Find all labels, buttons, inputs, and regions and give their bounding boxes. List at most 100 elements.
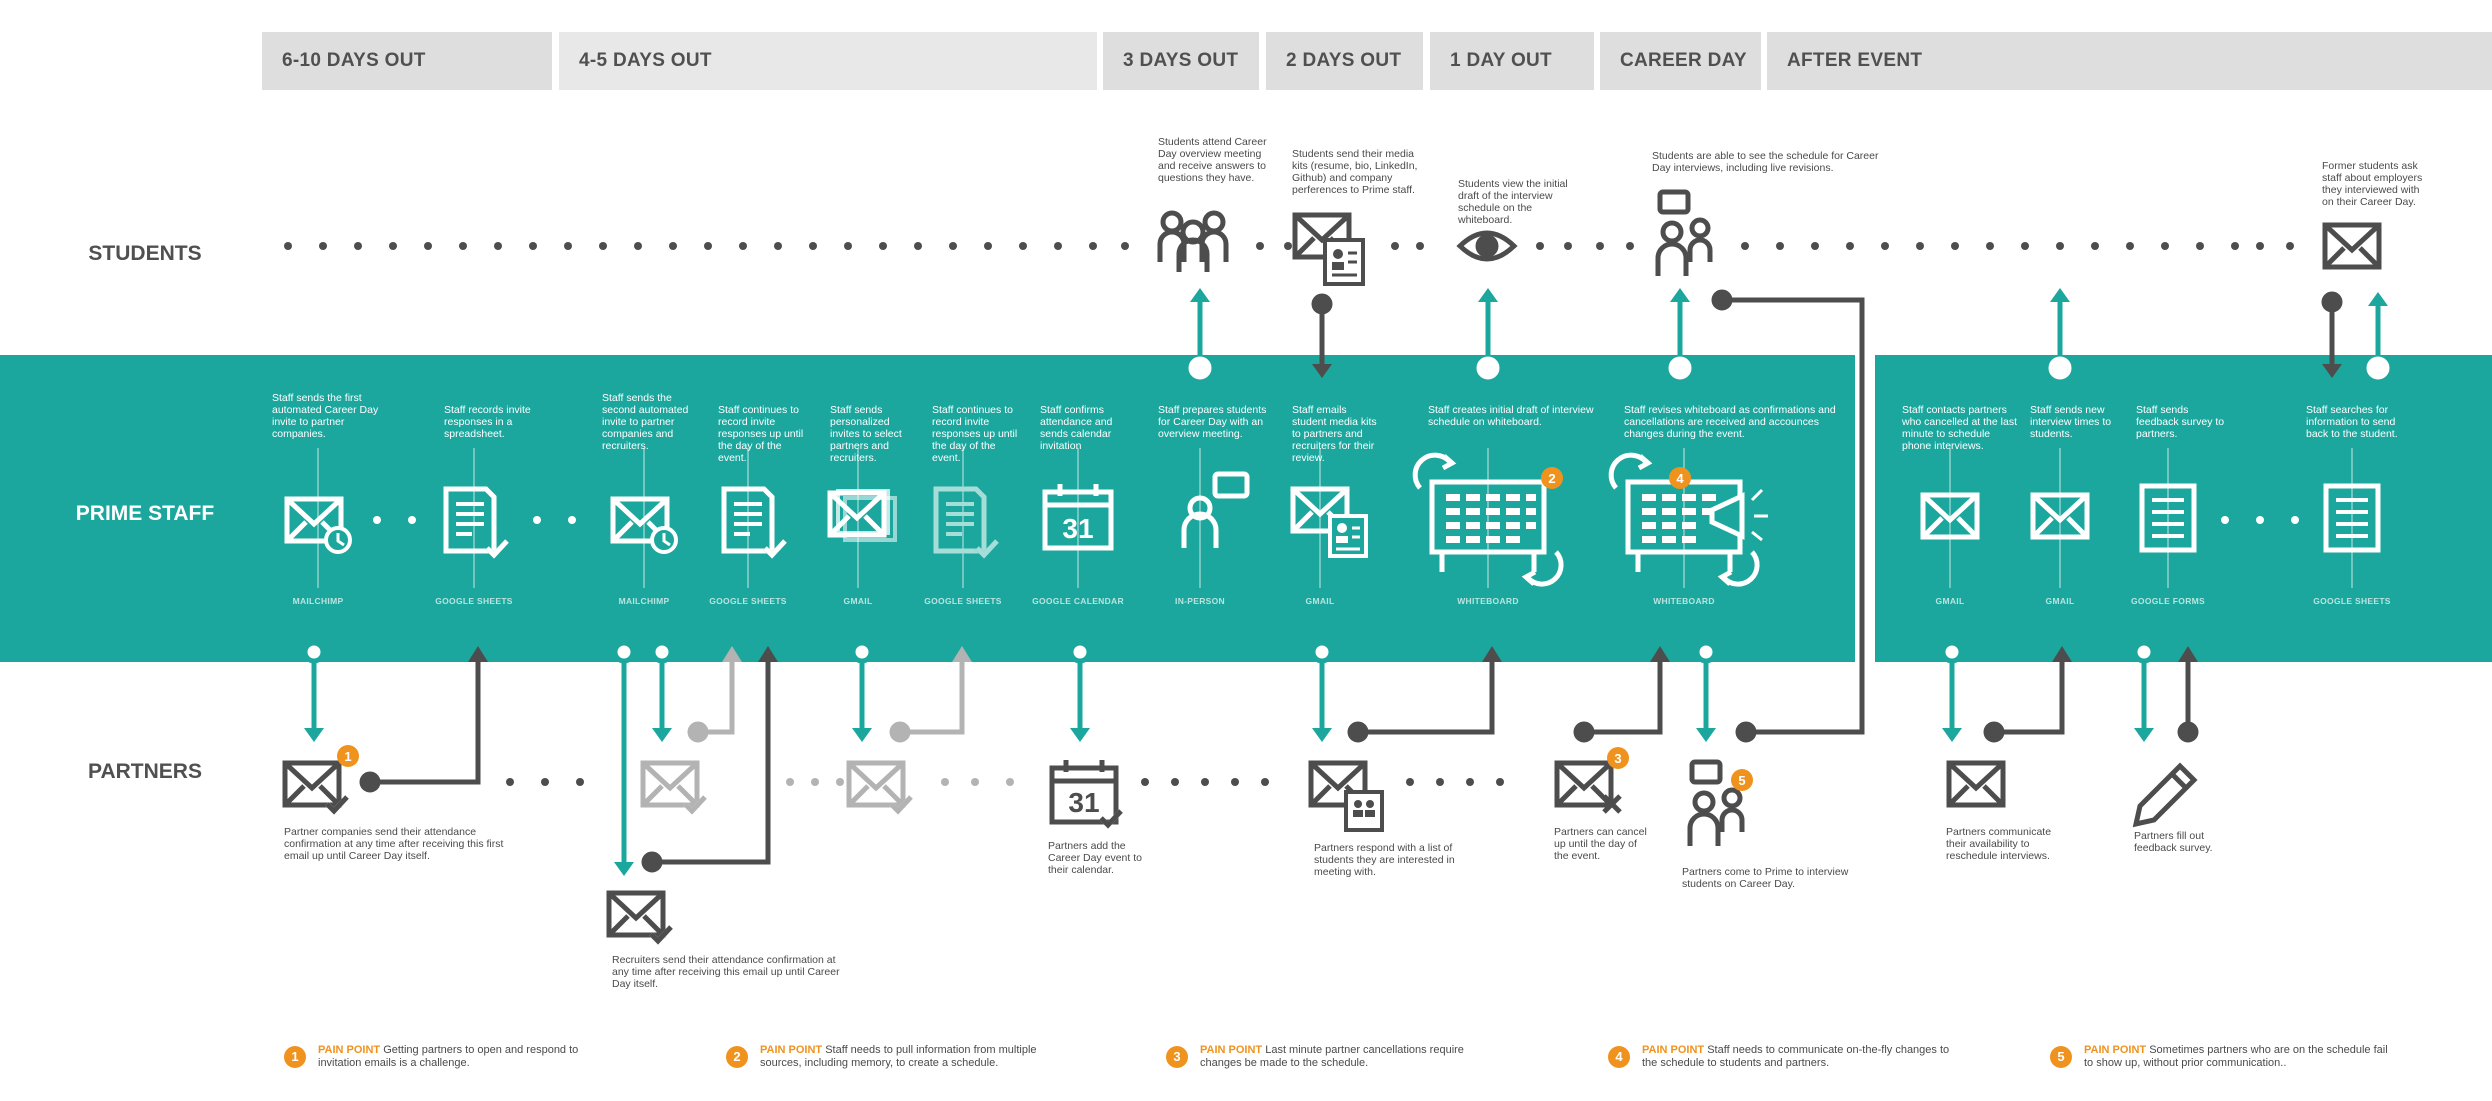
pain-point-1: PAIN POINT Getting partners to open and …: [318, 1044, 608, 1070]
media-kit-email-icon: [1295, 215, 1365, 286]
pain-point-3-text: Last minute partner cancellations requir…: [1200, 1044, 1464, 1069]
pain-badge-1: 1: [344, 749, 351, 764]
staff-step-15: Staff searches for information to send b…: [2306, 404, 2398, 440]
staff-step-13: Staff sends new interview times to stude…: [2030, 404, 2112, 440]
tool-label-8: IN-PERSON: [1175, 596, 1225, 606]
pain-point-5-key: PAIN POINT: [2084, 1044, 2147, 1056]
google-sheets-icon: [446, 489, 507, 555]
partner-step-cancel: Partners can cancel up until the day of …: [1554, 826, 1647, 862]
phase-after-event: AFTER EVENT: [1767, 32, 2492, 90]
lane-label-staff: PRIME STAFF: [75, 502, 215, 525]
pencil-icon: [2132, 762, 2198, 828]
pain-badge-4: 4: [1676, 471, 1684, 486]
staff-step-9: Staff emails student media kits to partn…: [1292, 404, 1377, 464]
pain-point-4-key: PAIN POINT: [1642, 1044, 1705, 1056]
eye-icon: [1456, 230, 1518, 262]
lane-label-partners: PARTNERS: [88, 760, 202, 783]
partner-step-calendar: Partners add the Career Day event to the…: [1048, 840, 1142, 876]
gmail-stack-icon: [830, 489, 897, 542]
phase-3-days: 3 DAYS OUT: [1103, 32, 1259, 90]
staff-dotted-line: [373, 516, 2299, 524]
whiteboard-icon: [1412, 452, 1564, 587]
partner-step-availability: Partners communicate their availability …: [1946, 826, 2052, 862]
staff-step-5: Staff sends personalized invites to sele…: [830, 404, 902, 464]
staff-step-12: Staff contacts partners who cancelled at…: [1902, 404, 2017, 452]
tool-label-13: GMAIL: [2045, 596, 2075, 606]
pain-badge-2: 2: [1548, 471, 1555, 486]
partners-dotted-line: [506, 778, 1504, 786]
pain-point-5-text: Sometimes partners who are on the schedu…: [2084, 1044, 2388, 1069]
pain-point-3-key: PAIN POINT: [1200, 1044, 1263, 1056]
flow-arrows-staff-to-partners: [302, 640, 2156, 876]
student-step-ask-staff: Former students ask staff about employer…: [2322, 160, 2423, 208]
gmail-media-kit-icon: [1293, 489, 1368, 558]
partner-calendar-icon: 31: [1049, 760, 1121, 825]
staff-step-14: Staff sends feedback survey to partners.: [2136, 404, 2225, 440]
partner-step-feedback: Partners fill out feedback survey.: [2134, 830, 2213, 854]
google-sheets-icon-2: [724, 489, 785, 555]
pain-point-2: PAIN POINT Staff needs to pull informati…: [760, 1044, 1060, 1070]
staff-step-4: Staff continues to record invite respons…: [718, 404, 804, 464]
pain-point-2-key: PAIN POINT: [760, 1044, 823, 1056]
pain-badge-3: 3: [1614, 751, 1621, 766]
student-step-view-schedule: Students are able to see the schedule fo…: [1652, 150, 1879, 174]
partner-step-recruiters: Recruiters send their attendance confirm…: [612, 954, 840, 990]
tool-label-1: MAILCHIMP: [292, 596, 344, 606]
pain-point-5: PAIN POINT Sometimes partners who are on…: [2084, 1044, 2394, 1070]
staff-step-7: Staff confirms attendance and sends cale…: [1040, 404, 1113, 452]
flow-arrows-gray: [687, 646, 972, 743]
staff-step-6: Staff continues to record invite respons…: [932, 404, 1018, 464]
partners-visit-icon: [1687, 759, 1745, 846]
phase-6-10-days: 6-10 DAYS OUT: [262, 32, 552, 90]
whiteboard-announce-icon: [1608, 452, 1768, 587]
group-people-icon: [1157, 210, 1229, 272]
lane-label-students: STUDENTS: [88, 242, 202, 265]
phase-1-day: 1 DAY OUT: [1430, 32, 1594, 90]
students-schedule-view-icon: [1655, 189, 1713, 276]
partner-step-confirm: Partner companies send their attendance …: [284, 826, 504, 862]
tool-label-10: WHITEBOARD: [1457, 596, 1519, 606]
partner-cancel-email-icon: [1557, 763, 1622, 814]
pain-point-3: PAIN POINT Last minute partner cancellat…: [1200, 1044, 1490, 1070]
flow-arrows-teal: [1188, 288, 2390, 380]
partner-confirm-email-icon: [285, 763, 347, 811]
google-sheets-icon-after: [2323, 483, 2381, 553]
flow-arrows-dark: [359, 289, 2343, 873]
in-person-icon: [1181, 471, 1250, 548]
pain-point-3-badge: 3: [1166, 1046, 1188, 1068]
pain-badge-5: 5: [1738, 773, 1745, 788]
tool-label-11: WHITEBOARD: [1653, 596, 1715, 606]
partner-student-list-icon: [1311, 763, 1384, 832]
pain-point-1-text: Getting partners to open and respond to …: [318, 1044, 579, 1069]
student-step-overview: Students attend Career Day overview meet…: [1158, 136, 1267, 184]
mailchimp-email-icon: [287, 499, 352, 554]
tool-label-15: GOOGLE SHEETS: [2313, 596, 2391, 606]
pain-point-4-badge: 4: [1608, 1046, 1630, 1068]
tool-label-12: GMAIL: [1935, 596, 1965, 606]
tool-label-6: GOOGLE SHEETS: [924, 596, 1002, 606]
tool-label-4: GOOGLE SHEETS: [709, 596, 787, 606]
student-step-view-draft: Students view the initial draft of the i…: [1458, 178, 1568, 226]
tool-label-2: GOOGLE SHEETS: [435, 596, 513, 606]
tool-label-5: GMAIL: [843, 596, 873, 606]
pain-point-1-key: PAIN POINT: [318, 1044, 381, 1056]
partner-step-interview: Partners come to Prime to interview stud…: [1682, 866, 1849, 890]
staff-step-11: Staff revises whiteboard as confirmation…: [1624, 404, 1836, 440]
students-dotted-line: [284, 242, 2294, 250]
staff-step-3: Staff sends the second automated invite …: [602, 392, 689, 452]
partners-dotted-line-gray: [786, 778, 1014, 786]
phase-career-day: CAREER DAY: [1600, 32, 1761, 90]
tool-label-7: GOOGLE CALENDAR: [1032, 596, 1124, 606]
calendar-day-text: 31: [1062, 513, 1093, 544]
tool-label-9: GMAIL: [1305, 596, 1335, 606]
partner-availability-email-icon: [1949, 763, 2003, 805]
partner-step-student-list: Partners respond with a list of students…: [1314, 842, 1455, 878]
pain-point-1-badge: 1: [284, 1046, 306, 1068]
pain-point-2-text: Staff needs to pull information from mul…: [760, 1044, 1037, 1069]
phase-2-days: 2 DAYS OUT: [1266, 32, 1423, 90]
staff-step-2: Staff records invite responses in a spre…: [444, 404, 531, 440]
partner-email-icon-gray-2: [849, 763, 911, 811]
student-step-media-kit: Students send their media kits (resume, …: [1292, 148, 1418, 196]
staff-step-1: Staff sends the first automated Career D…: [272, 392, 379, 440]
